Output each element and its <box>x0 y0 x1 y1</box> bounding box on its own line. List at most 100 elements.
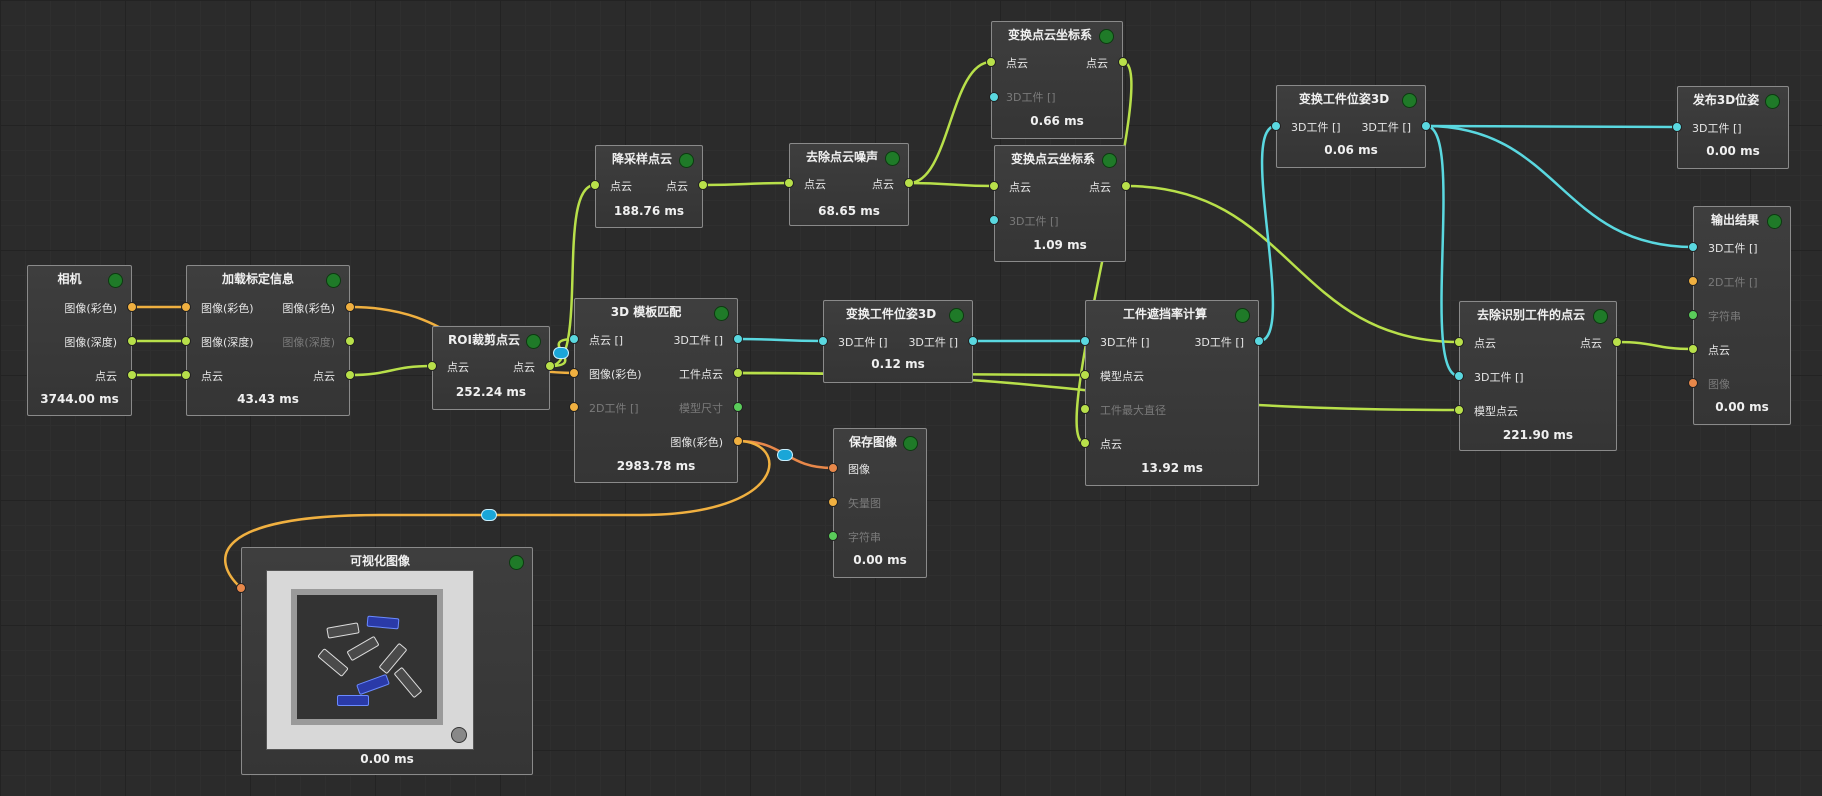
port-connector[interactable] <box>904 178 914 188</box>
port-connector[interactable] <box>569 402 579 412</box>
port-connector[interactable] <box>1080 370 1090 380</box>
calib-out-color: 图像(彩色) <box>282 302 335 315</box>
save-node[interactable]: 保存图像 图像 矢量图 字符串 0.00 ms <box>833 428 927 578</box>
port-connector[interactable] <box>1080 336 1090 346</box>
port-connector[interactable] <box>828 463 838 473</box>
status-ok-icon <box>326 273 341 288</box>
wire-remove-to-output <box>1616 340 1694 351</box>
visualize-node[interactable]: 可视化图像 0.00 ms <box>241 547 533 775</box>
status-ok-icon <box>1765 94 1780 109</box>
status-ok-icon <box>885 151 900 166</box>
calib-node-title: 加载标定信息 <box>221 272 294 286</box>
camera-out-depth: 图像(深度) <box>64 336 117 349</box>
pose1-node[interactable]: 变换工件位姿3D 3D工件 [] 3D工件 [] 0.12 ms <box>823 300 973 383</box>
downsample-node[interactable]: 降采样点云 点云 点云 188.76 ms <box>595 145 703 228</box>
publish-in-workpiece: 3D工件 [] <box>1692 122 1742 135</box>
denoise-in-cloud: 点云 <box>804 178 826 191</box>
status-ok-icon <box>108 273 123 288</box>
port-connector[interactable] <box>1121 181 1131 191</box>
port-connector[interactable] <box>1080 404 1090 414</box>
denoise-node[interactable]: 去除点云噪声 点云 点云 68.65 ms <box>789 143 909 226</box>
transform1-node[interactable]: 变换点云坐标系 点云 点云 3D工件 [] 0.66 ms <box>991 21 1123 139</box>
port-connector[interactable] <box>1118 57 1128 67</box>
port-connector[interactable] <box>989 215 999 225</box>
port-connector[interactable] <box>1254 336 1264 346</box>
port-connector[interactable] <box>828 531 838 541</box>
port-connector[interactable] <box>569 368 579 378</box>
port-connector[interactable] <box>181 370 191 380</box>
port-connector[interactable] <box>181 302 191 312</box>
port-connector[interactable] <box>127 336 137 346</box>
port-connector[interactable] <box>1454 371 1464 381</box>
transform1-in-workpiece: 3D工件 [] <box>1006 91 1056 104</box>
port-connector[interactable] <box>1688 344 1698 354</box>
camera-time: 3744.00 ms <box>40 392 119 406</box>
port-connector[interactable] <box>733 368 743 378</box>
output-time: 0.00 ms <box>1715 400 1769 414</box>
port-connector[interactable] <box>733 436 743 446</box>
publish-node[interactable]: 发布3D位姿 3D工件 [] 0.00 ms <box>1677 86 1789 169</box>
calib-in-cloud: 点云 <box>201 370 223 383</box>
output-in-cloud: 点云 <box>1708 344 1730 357</box>
port-connector[interactable] <box>1454 337 1464 347</box>
port-connector[interactable] <box>127 370 137 380</box>
port-connector[interactable] <box>1080 438 1090 448</box>
port-connector[interactable] <box>569 334 579 344</box>
transform1-time: 0.66 ms <box>1030 114 1084 128</box>
port-connector[interactable] <box>427 361 437 371</box>
port-connector[interactable] <box>989 181 999 191</box>
downsample-node-title: 降采样点云 <box>611 152 672 166</box>
transform2-node[interactable]: 变换点云坐标系 点云 点云 3D工件 [] 1.09 ms <box>994 145 1126 262</box>
camera-out-cloud: 点云 <box>95 370 117 383</box>
port-connector[interactable] <box>968 336 978 346</box>
port-connector[interactable] <box>1454 405 1464 415</box>
port-connector[interactable] <box>733 402 743 412</box>
port-connector[interactable] <box>1688 242 1698 252</box>
calib-node[interactable]: 加载标定信息 图像(彩色) 图像(深度) 点云 图像(彩色) 图像(深度) 点云… <box>186 265 350 416</box>
reroute-icon[interactable] <box>481 509 497 521</box>
port-connector[interactable] <box>1688 378 1698 388</box>
port-connector[interactable] <box>345 302 355 312</box>
preview-settings-icon[interactable] <box>451 727 467 743</box>
remove-time: 221.90 ms <box>1502 428 1574 442</box>
port-connector[interactable] <box>1612 337 1622 347</box>
remove-out-cloud: 点云 <box>1580 337 1602 350</box>
match-node-title: 3D 模板匹配 <box>610 305 682 319</box>
remove-node[interactable]: 去除识别工件的点云 点云 3D工件 [] 模型点云 点云 221.90 ms <box>1459 301 1617 451</box>
visualize-node-title: 可视化图像 <box>349 554 410 568</box>
port-connector[interactable] <box>1271 121 1281 131</box>
port-connector[interactable] <box>1672 122 1682 132</box>
remove-in-workpiece: 3D工件 [] <box>1474 371 1524 384</box>
port-connector[interactable] <box>345 370 355 380</box>
camera-node[interactable]: 相机 图像(彩色) 图像(深度) 点云 3744.00 ms <box>27 265 132 416</box>
reroute-icon[interactable] <box>553 347 569 359</box>
port-connector[interactable] <box>545 361 555 371</box>
transform1-node-title: 变换点云坐标系 <box>1007 28 1092 42</box>
port-connector[interactable] <box>828 497 838 507</box>
port-connector[interactable] <box>733 334 743 344</box>
port-connector[interactable] <box>1688 310 1698 320</box>
port-connector[interactable] <box>986 57 996 67</box>
match-node[interactable]: 3D 模板匹配 点云 [] 图像(彩色) 2D工件 [] 3D工件 [] 工件点… <box>574 298 738 483</box>
transform2-time: 1.09 ms <box>1033 238 1087 252</box>
pose2-node[interactable]: 变换工件位姿3D 3D工件 [] 3D工件 [] 0.06 ms <box>1276 85 1426 168</box>
save-node-title: 保存图像 <box>848 435 897 449</box>
output-node[interactable]: 输出结果 3D工件 [] 2D工件 [] 字符串 点云 图像 0.00 ms <box>1693 206 1791 425</box>
port-connector[interactable] <box>1421 121 1431 131</box>
port-connector[interactable] <box>784 178 794 188</box>
occlusion-node[interactable]: 工件遮挡率计算 3D工件 [] 模型点云 工件最大直径 点云 3D工件 [] 1… <box>1085 300 1259 486</box>
reroute-icon[interactable] <box>777 449 793 461</box>
remove-in-model: 模型点云 <box>1474 405 1518 418</box>
port-connector[interactable] <box>236 583 246 593</box>
port-connector[interactable] <box>127 302 137 312</box>
wire-pose2-to-publish <box>1425 124 1678 129</box>
port-connector[interactable] <box>818 336 828 346</box>
roi-node[interactable]: ROI裁剪点云 点云 点云 252.24 ms <box>432 326 550 410</box>
port-connector[interactable] <box>590 180 600 190</box>
wire-downsample-to-denoise <box>702 181 790 187</box>
port-connector[interactable] <box>1688 276 1698 286</box>
port-connector[interactable] <box>181 336 191 346</box>
port-connector[interactable] <box>345 336 355 346</box>
port-connector[interactable] <box>698 180 708 190</box>
port-connector[interactable] <box>989 92 999 102</box>
